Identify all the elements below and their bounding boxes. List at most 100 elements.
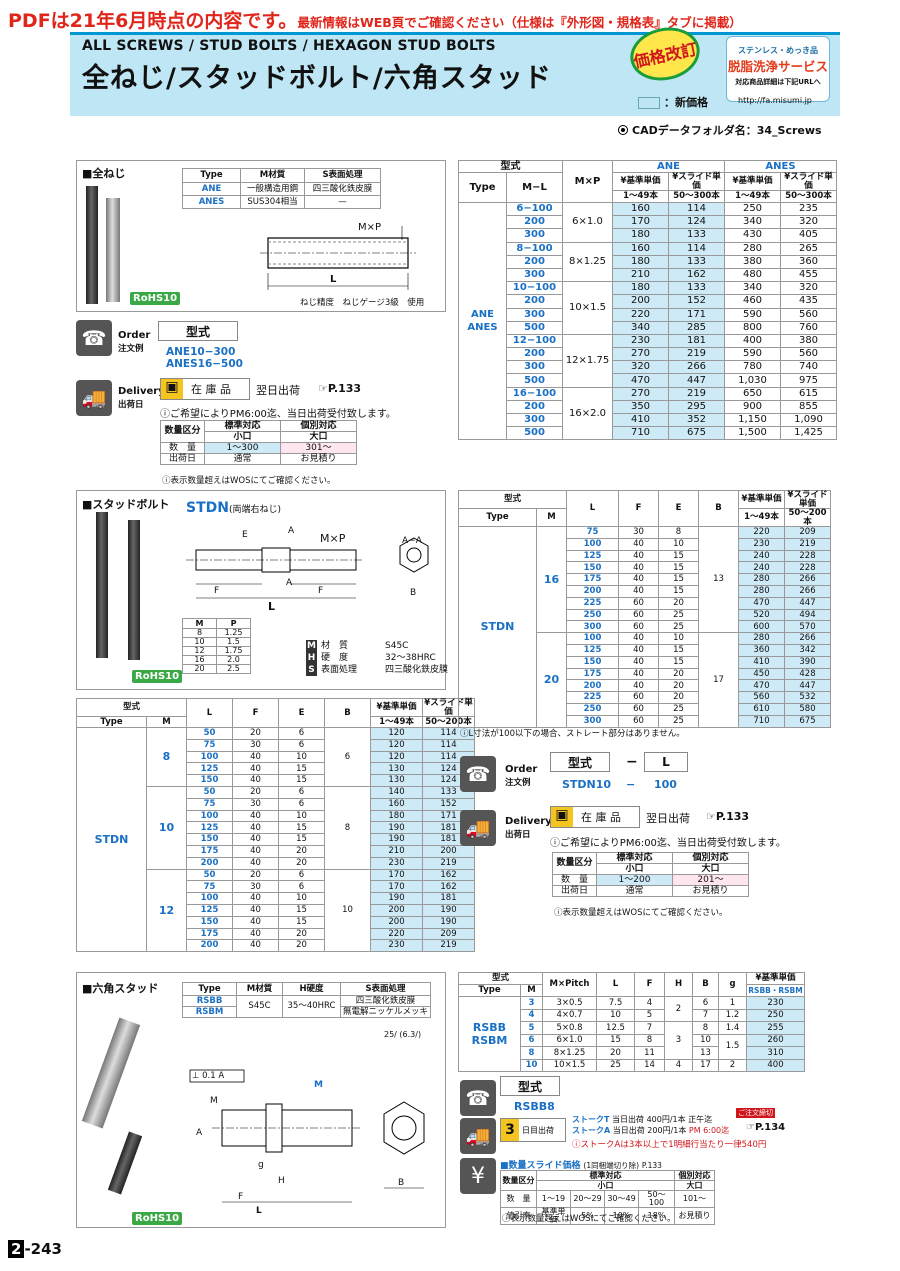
price-cell: 600 [738,620,785,634]
spec-label: 硬 度 [321,653,349,663]
rsb-order-example: RSBB8 [514,1100,555,1113]
price-cell: 171 [668,307,725,322]
ship-unit: 日目出荷 [522,1125,554,1135]
e-cell: 10 [278,809,325,823]
g-cell: 2 [718,1058,747,1072]
f-cell: 40 [232,844,279,858]
lbl-b: B [410,588,417,598]
mp-cell: 3×0.5 [542,996,597,1010]
price-cell: 180 [612,281,669,296]
l-cell: 100 [566,632,619,645]
e-cell: 20 [658,596,699,610]
price-cell: 209 [422,927,475,941]
f-cell: 4 [634,996,665,1010]
price-cell: 240 [738,549,785,563]
price-cell: 760 [780,320,837,335]
price-cell: 114 [668,201,725,217]
wos-note-2: ⓘ表示数量超えはWOSにてご確認ください。 [554,908,728,918]
b-cell: 17 [698,632,739,728]
type-cell: RSBB RSBM [458,996,521,1072]
rod-silver [106,198,120,302]
f-cell: 60 [618,608,659,622]
price-cell: 180 [612,254,669,269]
spec-key: M [306,640,317,652]
price-cell: 219 [784,537,831,551]
e-cell: 15 [278,762,325,776]
order-example-l: 100 [654,778,677,791]
price-cell: 180 [612,228,669,243]
price-cell: 152 [422,797,475,811]
l-cell: 125 [566,643,619,657]
ane-drawing [260,226,416,290]
rsb-title: ■六角スタッド [82,982,159,995]
m-cell: 3 [520,996,543,1010]
ml-cell: 500 [506,320,563,335]
delivery-ref[interactable]: ☞P.133 [318,382,362,395]
phone-icon-3: ☎ [460,1080,496,1116]
price-cell: 190 [422,915,475,929]
price-cell: 1,030 [724,373,781,388]
m-cell: 20 [536,632,567,728]
b-cell: 10 [324,868,371,953]
price-cell: 610 [738,702,785,716]
order-label-jp: 注文例 [118,344,144,354]
price-cell: 120 [370,727,423,740]
l-cell: 175 [186,844,233,858]
h-cell: 3 [664,1021,693,1060]
f-cell: 40 [232,809,279,823]
price-cell: 240 [738,561,785,575]
price-cell: 470 [738,596,785,610]
l-cell: 20 [596,1046,635,1060]
price-cell: 285 [668,320,725,335]
b-cell: 6 [324,727,371,787]
e-cell: 25 [658,714,699,728]
l-cell: 250 [566,702,619,716]
price-cell: 265 [780,241,837,256]
b-cell: 13 [692,1046,719,1060]
price-cell: 900 [724,399,781,415]
ml-cell: 200 [506,399,563,415]
truck-icon-3: 🚚 [460,1118,496,1154]
price-cell: 532 [784,691,831,704]
price-cell: 230 [370,939,423,953]
e-cell: 20 [658,679,699,693]
m-cell: 5 [520,1021,543,1035]
l-cell: 100 [566,537,619,551]
price-cell: 210 [612,267,669,283]
f-cell: 40 [232,939,279,953]
next-day-ship-2: 翌日出荷 [646,812,690,825]
price-cell: 190 [370,821,423,835]
service-url[interactable]: http://fa.misumi.jp [738,96,812,105]
price-cell: 162 [422,880,475,894]
order-label-jp-2: 注文例 [505,778,531,788]
stdn-l-note: ⓘL寸法が100以下の場合、ストレート部分はありません。 [460,729,685,739]
ane-title: ■全ねじ [82,167,126,180]
mp-cell: 10×1.5 [542,1058,597,1072]
price-cell: 250 [724,201,781,217]
spec-value: 四三酸化鉄皮膜 [385,665,449,675]
price-cell: 200 [370,903,423,917]
price-cell: 380 [780,333,837,349]
price-cell: 181 [668,333,725,349]
delivery-ref-2[interactable]: ☞P.133 [706,810,750,823]
price-cell: 340 [724,215,781,230]
price-cell: 162 [668,267,725,283]
pm-note: ⓘご希望によりPM6:00迄、当日出荷受付致します。 [160,409,396,420]
ship-ref[interactable]: ☞P.134 [746,1122,786,1133]
l-cell: 100 [186,809,233,823]
lbl-f2: F [318,586,324,596]
price-cell: 210 [370,844,423,858]
wos-note-3: ⓘ表示数量超えはWOSにてご確認ください。 [502,1214,676,1224]
